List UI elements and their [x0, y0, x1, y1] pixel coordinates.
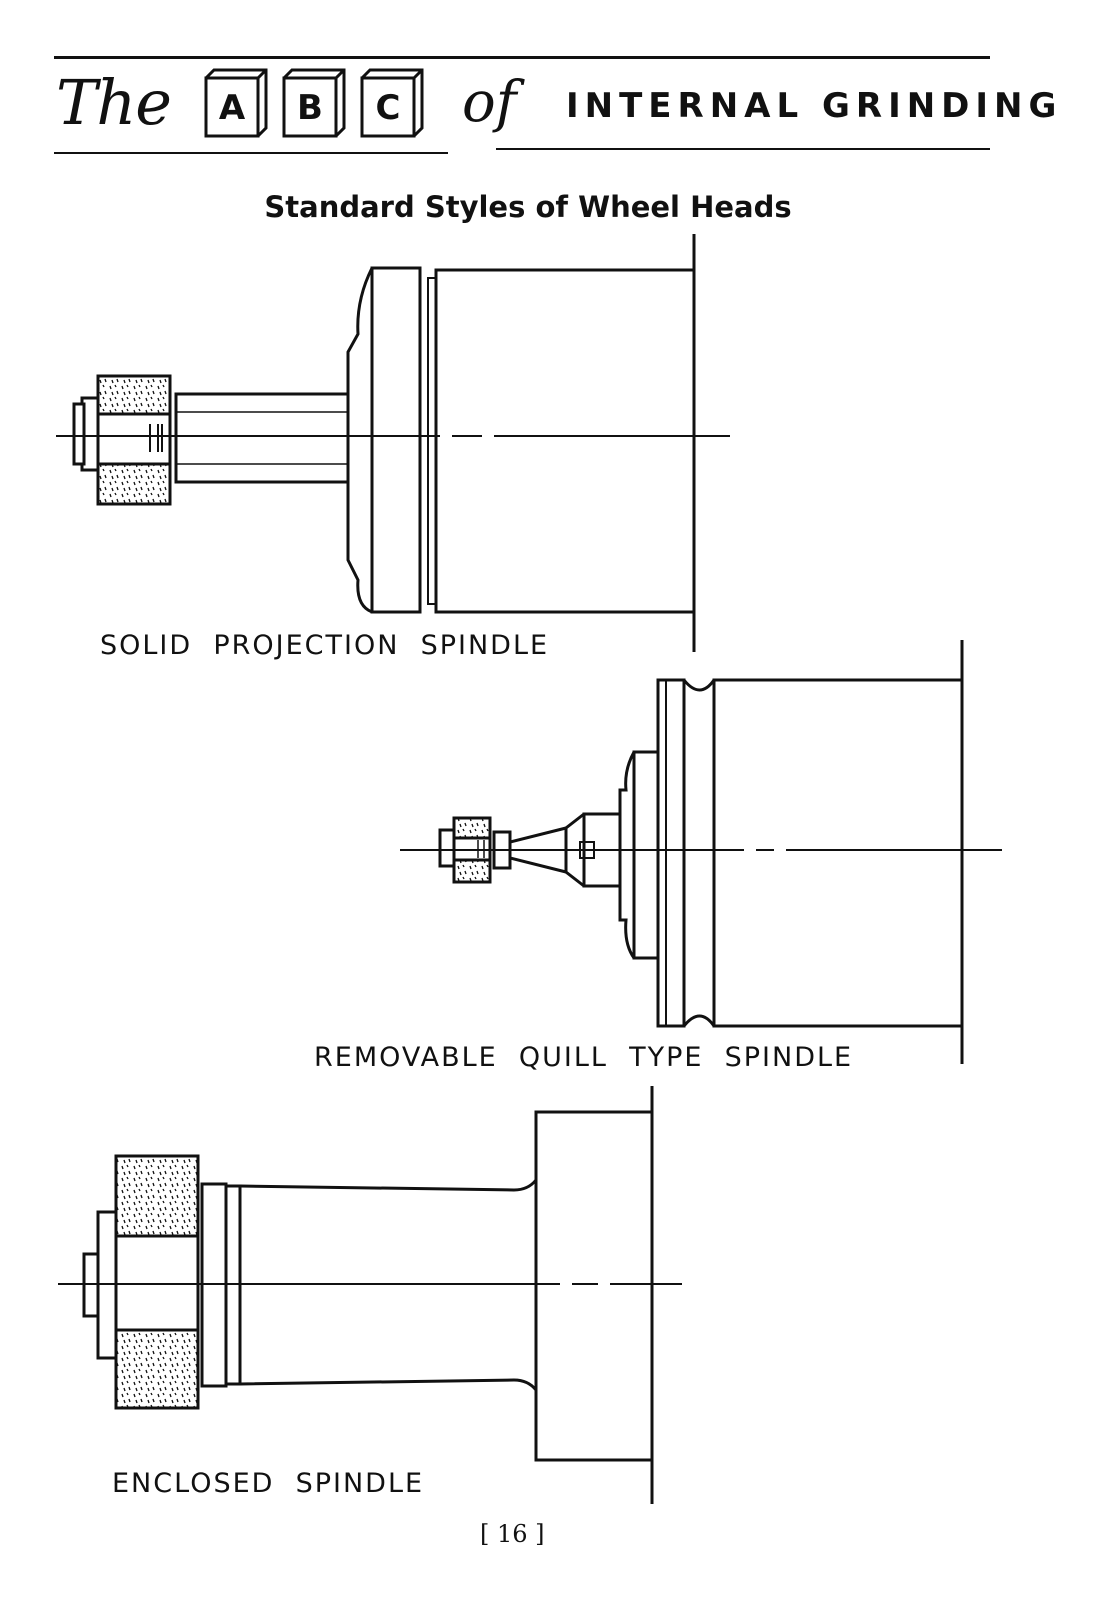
block-b-letter: B	[297, 88, 323, 128]
block-c: C	[360, 76, 418, 138]
header-top-rule	[54, 56, 990, 59]
caption-removable-quill-spindle: REMOVABLE QUILL TYPE SPINDLE	[314, 1042, 854, 1073]
solid-projection-spindle-drawing	[56, 234, 730, 652]
enclosed-spindle-drawing	[58, 1086, 682, 1504]
pulley-1	[370, 266, 422, 614]
pulley-2	[656, 678, 686, 1028]
housing-3	[534, 1110, 654, 1462]
header-of: of	[462, 70, 517, 135]
page-number: [ 16 ]	[480, 1520, 545, 1548]
abc-blocks-graphic	[204, 68, 424, 138]
removable-quill-spindle-drawing	[400, 640, 1002, 1064]
block-c-outline	[360, 68, 424, 138]
spindle-shaft-1	[174, 392, 350, 484]
section-title: Standard Styles of Wheel Heads	[264, 190, 792, 224]
housing-2	[712, 678, 964, 1028]
caption-enclosed-spindle: ENCLOSED SPINDLE	[112, 1468, 425, 1499]
header-subject: INTERNAL GRINDING	[566, 86, 1063, 126]
housing-1	[434, 268, 696, 614]
block-c-letter: C	[375, 88, 401, 128]
block-b-outline	[282, 68, 346, 138]
caption-solid-projection-spindle: SOLID PROJECTION SPINDLE	[100, 630, 550, 661]
block-b: B	[282, 76, 340, 138]
block-a: A	[204, 76, 262, 138]
header-bottom-rule-right	[496, 148, 990, 150]
header-bottom-rule-left	[54, 152, 448, 154]
header-the: The	[56, 66, 172, 139]
block-a-outline	[204, 68, 268, 138]
block-a-letter: A	[218, 88, 246, 128]
